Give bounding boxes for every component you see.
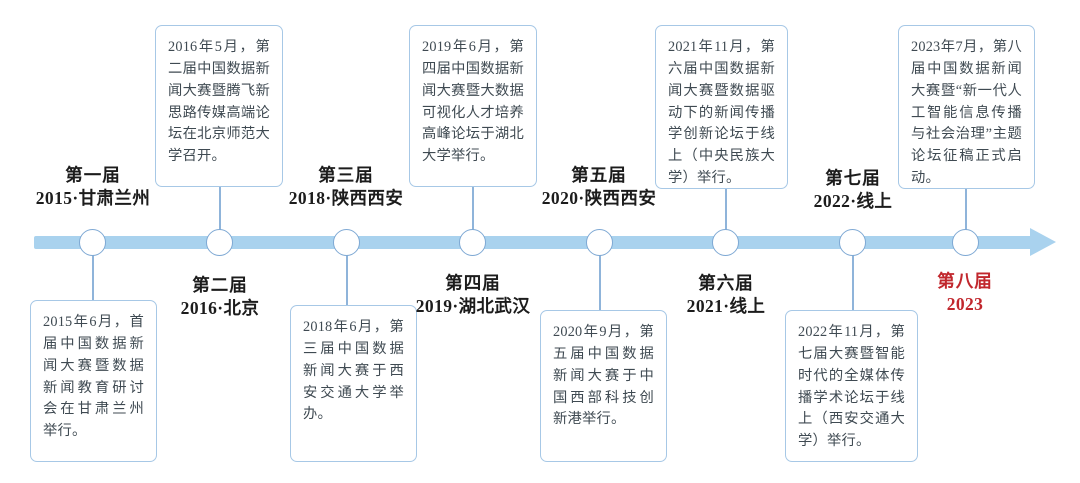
timeline-period-label-8: 第八届 2023 (895, 270, 1035, 316)
timeline-stem-8 (964, 188, 967, 236)
timeline-stem-5 (598, 255, 601, 310)
period-place: 2016·北京 (180, 298, 260, 319)
period-ordinal: 第六届 (698, 273, 754, 293)
timeline-detail-box-8: 2023年7月，第八届中国数据新闻大赛暨“新一代人工智能信息传播与社会治理”主题… (898, 25, 1035, 189)
period-ordinal: 第三届 (318, 165, 374, 185)
period-ordinal: 第一届 (65, 165, 121, 185)
period-ordinal: 第五届 (571, 165, 627, 185)
timeline-node-marker-4[interactable] (459, 229, 486, 256)
timeline-node-marker-6[interactable] (712, 229, 739, 256)
timeline-period-label-1: 第一届 2015·甘肃兰州 (23, 164, 163, 210)
period-place: 2018·陕西西安 (288, 188, 404, 209)
timeline-detail-box-4: 2019年6月，第四届中国数据新闻大赛暨大数据可视化人才培养高峰论坛于湖北大学举… (409, 25, 537, 187)
period-place: 2023 (946, 294, 984, 315)
timeline-node-marker-8[interactable] (952, 229, 979, 256)
timeline-detail-box-3: 2018年6月，第三届中国数据新闻大赛于西安交通大学举办。 (290, 305, 417, 462)
period-ordinal: 第二届 (192, 275, 248, 295)
timeline-node-marker-3[interactable] (333, 229, 360, 256)
period-ordinal: 第四届 (445, 273, 501, 293)
timeline-stem-1 (91, 255, 94, 300)
period-place: 2015·甘肃兰州 (35, 188, 151, 209)
timeline-node-marker-5[interactable] (586, 229, 613, 256)
timeline-period-label-2: 第二届 2016·北京 (150, 274, 290, 320)
timeline-period-label-3: 第三届 2018·陕西西安 (276, 164, 416, 210)
timeline-stem-2 (218, 186, 221, 236)
timeline-stem-3 (345, 255, 348, 305)
timeline-node-marker-2[interactable] (206, 229, 233, 256)
timeline-period-label-7: 第七届 2022·线上 (783, 167, 923, 213)
timeline-detail-box-2: 2016年5月，第二届中国数据新闻大赛暨腾飞新思路传媒高端论坛在北京师范大学召开… (155, 25, 283, 187)
period-place: 2021·线上 (686, 296, 766, 317)
timeline-detail-box-1: 2015年6月，首届中国数据新闻大赛暨数据新闻教育研讨会在甘肃兰州举行。 (30, 300, 157, 462)
timeline-stem-7 (851, 255, 854, 310)
timeline-detail-box-5: 2020年9月，第五届中国数据新闻大赛于中国西部科技创新港举行。 (540, 310, 667, 462)
timeline-period-label-6: 第六届 2021·线上 (656, 272, 796, 318)
timeline-period-label-5: 第五届 2020·陕西西安 (529, 164, 669, 210)
period-ordinal: 第八届 (937, 271, 993, 291)
timeline-stem-6 (724, 188, 727, 236)
period-place: 2019·湖北武汉 (415, 296, 531, 317)
timeline-detail-box-7: 2022年11月，第七届大赛暨智能时代的全媒体传播学术论坛于线上（西安交通大学）… (785, 310, 918, 462)
timeline-arrow-icon (1030, 228, 1056, 256)
period-place: 2022·线上 (813, 191, 893, 212)
timeline-node-marker-1[interactable] (79, 229, 106, 256)
period-ordinal: 第七届 (825, 168, 881, 188)
timeline-axis-bar (34, 236, 1042, 249)
timeline-node-marker-7[interactable] (839, 229, 866, 256)
timeline-period-label-4: 第四届 2019·湖北武汉 (403, 272, 543, 318)
period-place: 2020·陕西西安 (541, 188, 657, 209)
timeline-detail-box-6: 2021年11月，第六届中国数据新闻大赛暨数据驱动下的新闻传播学创新论坛于线上（… (655, 25, 788, 189)
timeline-stem-4 (471, 186, 474, 236)
